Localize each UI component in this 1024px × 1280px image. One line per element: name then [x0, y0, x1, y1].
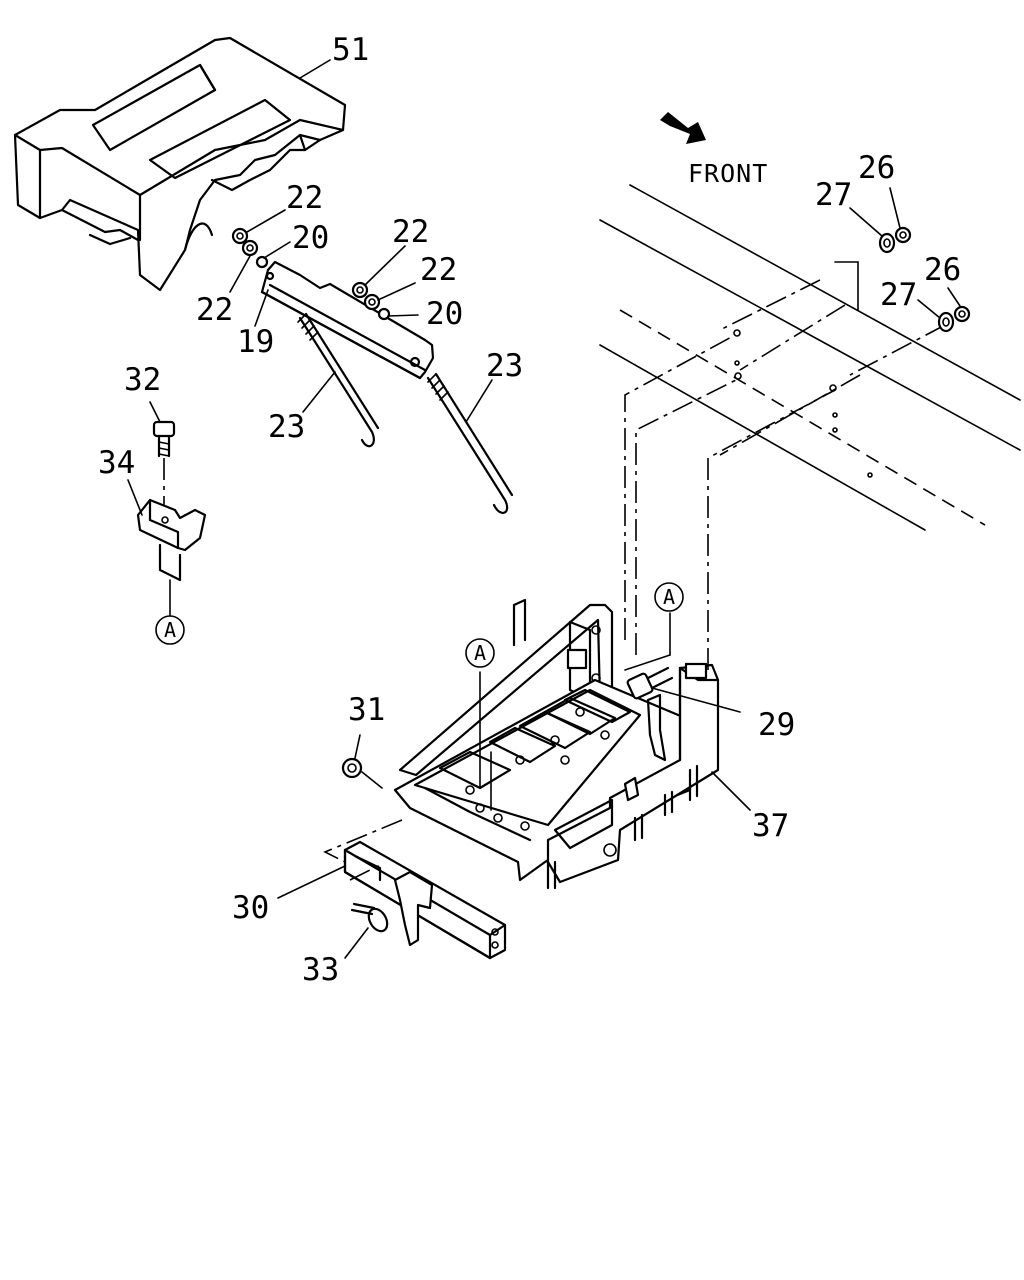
- front-label: FRONT: [688, 159, 768, 188]
- nut-washer-part-26-27-lower: [937, 305, 971, 333]
- hook-bolt-part-23-right: [426, 372, 514, 514]
- callout-27-a: 27: [815, 177, 852, 213]
- callout-22-d: 22: [420, 252, 457, 288]
- callout-20-a: 20: [292, 220, 329, 256]
- frame-rail-lines: [599, 184, 1021, 531]
- callout-37: 37: [752, 808, 789, 844]
- nut-part-22-right: [351, 281, 391, 321]
- assembly-guide-lines: [323, 334, 836, 881]
- reference-marker-a-2: A: [465, 638, 495, 668]
- callout-33: 33: [302, 952, 339, 988]
- callout-29: 29: [758, 707, 795, 743]
- reference-marker-a-1: A: [155, 615, 185, 645]
- nut-washer-part-26-27-upper: [878, 226, 912, 254]
- callout-22-c: 22: [392, 214, 429, 250]
- hold-down-bar-part-19: [260, 260, 435, 380]
- callout-32: 32: [124, 362, 161, 398]
- svg-text:A: A: [474, 641, 486, 665]
- reference-marker-a-3: A: [654, 582, 684, 612]
- svg-text:A: A: [164, 618, 176, 642]
- callout-27-b: 27: [880, 277, 917, 313]
- callout-26-b: 26: [924, 252, 961, 288]
- clamp-part-30: [343, 840, 507, 960]
- battery-cover-part-51: [13, 36, 347, 292]
- nut-part-31: [341, 757, 363, 779]
- callout-30: 30: [232, 890, 269, 926]
- callout-31: 31: [348, 692, 385, 728]
- callout-23-a: 23: [268, 409, 305, 445]
- callout-34: 34: [98, 445, 135, 481]
- battery-tray-part-37: [393, 598, 720, 890]
- callout-22-a: 22: [286, 180, 323, 216]
- callout-51: 51: [332, 32, 369, 68]
- callout-22-b: 22: [196, 292, 233, 328]
- callout-19: 19: [237, 324, 274, 360]
- leader-lines: [127, 59, 961, 959]
- callout-23-b: 23: [486, 348, 523, 384]
- callout-20-b: 20: [426, 296, 463, 332]
- callout-26-a: 26: [858, 150, 895, 186]
- nut-part-22-left: [231, 227, 269, 269]
- svg-text:A: A: [663, 585, 675, 609]
- front-direction-arrow: [660, 112, 706, 144]
- bolt-part-29: [626, 666, 674, 700]
- bracket-part-34: [136, 498, 207, 616]
- bolt-part-32: [152, 420, 176, 505]
- hook-bolt-part-23-left: [297, 312, 380, 448]
- bolt-part-33: [350, 902, 389, 933]
